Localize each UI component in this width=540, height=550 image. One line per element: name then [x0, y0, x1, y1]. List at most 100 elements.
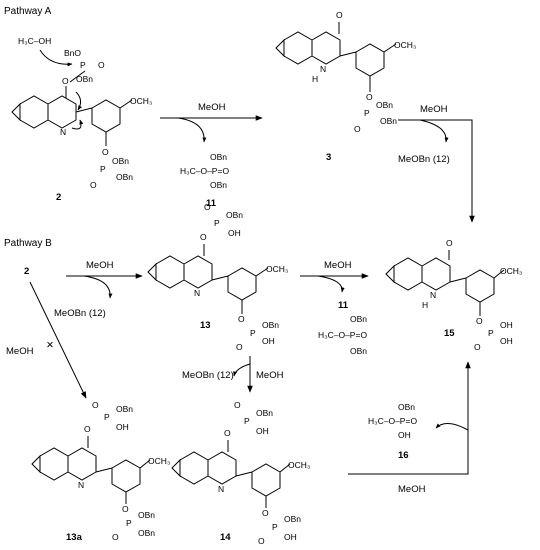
blocked-mark: ✕	[46, 340, 54, 351]
nh-n: N	[320, 64, 326, 74]
aryl-ring	[227, 267, 257, 301]
phosphate-top-o: O	[92, 400, 99, 410]
pyridine-ring	[47, 95, 77, 129]
arrow-byproduct: MeOBn (12)	[182, 370, 234, 381]
electron-arrow	[75, 91, 83, 111]
phosphate-top-link: O	[84, 424, 91, 434]
arrow-reagent: MeOH	[6, 346, 34, 357]
benzene-ring	[283, 31, 313, 65]
phosphate-top-oh: OH	[256, 426, 269, 436]
phosphate-obn1: OBn	[376, 100, 393, 110]
phosphate-bottom-oxo: O	[90, 180, 97, 190]
phosphate-top-o: O	[204, 202, 211, 212]
attack-curved-arrow	[39, 49, 73, 67]
nitrogen: N	[60, 127, 66, 137]
methoxy: OCH₃	[394, 40, 416, 50]
pathway-b-title: Pathway B	[4, 238, 52, 249]
bond	[279, 463, 291, 473]
benzene-ring	[19, 95, 49, 129]
phosphate-bottom-oh: OH	[262, 336, 275, 346]
compound-3-number: 3	[326, 152, 331, 163]
byproduct-number: 11	[206, 198, 217, 209]
pyridine-ring	[67, 447, 97, 481]
aryl-ring	[465, 269, 495, 303]
arrow-reagent: MeOH	[420, 104, 448, 115]
phosphate-top-link: O	[200, 232, 207, 242]
phosphate-bottom-oxo: O	[236, 342, 243, 352]
bond	[119, 99, 133, 109]
phosphate-o: O	[476, 316, 483, 326]
arrow-2-to-13: MeOH MeOBn (12)	[54, 260, 143, 319]
bond	[235, 471, 253, 477]
byproduct-arrow	[317, 275, 345, 293]
nitrogen: N	[194, 288, 200, 298]
arrow-3-to-15: MeOH MeOBn (12)	[398, 104, 475, 223]
compound-13: O P OBn OH O N OCH₃ O P OBn OH O 13	[147, 202, 288, 352]
arrow-13-to-15: MeOH 11 OBn H₃C–O–P=O OBn	[300, 260, 369, 356]
dioxole-ring	[147, 262, 157, 282]
byproduct-arrow	[233, 363, 251, 377]
nitrogen: N	[78, 480, 84, 490]
nh-h: H	[312, 74, 318, 84]
arrow-byproduct: MeOBn (12)	[54, 308, 106, 319]
phosphate-top-obn: OBn	[116, 404, 133, 414]
nh-h: H	[422, 300, 428, 310]
methoxy: OCH₃	[148, 456, 170, 466]
bond	[493, 269, 505, 279]
phosphate-bottom-p: P	[126, 518, 132, 528]
aryl-ring	[91, 99, 121, 133]
dioxole-ring	[385, 264, 395, 284]
bond	[211, 275, 229, 281]
phosphate-bottom-p: P	[272, 522, 278, 532]
phosphate-bottom-obn: OBn	[284, 514, 301, 524]
byproduct-arrow	[435, 423, 469, 431]
compound-13-number: 13	[200, 320, 211, 331]
bond	[69, 70, 86, 83]
dioxole-ring	[11, 102, 21, 122]
phosphate-bottom-obn: OBn	[262, 320, 279, 330]
phosphate-bottom-obn1: OBn	[112, 156, 129, 166]
nitrogen: N	[218, 484, 224, 494]
blocked-arrow-2-to-13a: MeOH ✕	[6, 281, 87, 399]
bond	[383, 43, 397, 53]
bond	[255, 267, 269, 277]
byproduct-line3: OBn	[210, 180, 227, 190]
pyridone-ring	[311, 31, 341, 65]
phosphate-p: P	[364, 108, 370, 118]
byproduct-line2: H₃C–O–P=O	[368, 416, 417, 426]
phosphate-oh2: OH	[500, 336, 513, 346]
byproduct-11-a: OBn H₃C–O–P=O OBn 11	[180, 152, 229, 209]
phosphate-top-oh: OH	[116, 422, 129, 432]
pyridone-ring	[421, 257, 451, 291]
methoxy: OCH₃	[500, 266, 522, 276]
reaction-arrow	[398, 119, 475, 223]
dioxole-ring	[31, 454, 41, 474]
phosphate-oxo: O	[354, 124, 361, 134]
phosphate-bottom-p: P	[250, 328, 256, 338]
bond	[75, 107, 93, 113]
benzene-ring	[39, 447, 69, 481]
phosphate-top-p: P	[104, 412, 110, 422]
arrow-reagent: MeOH	[324, 260, 352, 271]
carbonyl-o: O	[336, 10, 343, 20]
byproduct-11-line2: H₃C–O–P=O	[318, 330, 367, 340]
phosphate-top-oh: OH	[228, 228, 241, 238]
phosphate-top-link: O	[224, 428, 231, 438]
phosphate-bottom-p: P	[100, 164, 106, 174]
arrow-2-to-3: MeOH	[160, 102, 263, 143]
phosphate-bottom-obn2: OBn	[138, 528, 155, 538]
benzene-ring	[393, 257, 423, 291]
phosphate-bottom-obn2: OBn	[116, 172, 133, 182]
methanol-attack-label: H₃C–OH	[18, 36, 51, 46]
compound-14-number: 14	[220, 532, 231, 543]
dioxole-ring	[171, 458, 181, 478]
compound-3: O N H OCH₃ O P OBn OBn O 3	[275, 10, 416, 163]
phosphate-bottom-oxo: O	[112, 532, 119, 542]
phosphate-top-o: O	[234, 400, 241, 410]
aryl-ring	[111, 459, 141, 493]
phosphate-bottom-oxo: O	[258, 536, 265, 546]
aryl-ring	[355, 43, 385, 77]
byproduct-line3: OH	[398, 430, 411, 440]
aryl-ring	[251, 463, 281, 497]
nh-n: N	[430, 290, 436, 300]
